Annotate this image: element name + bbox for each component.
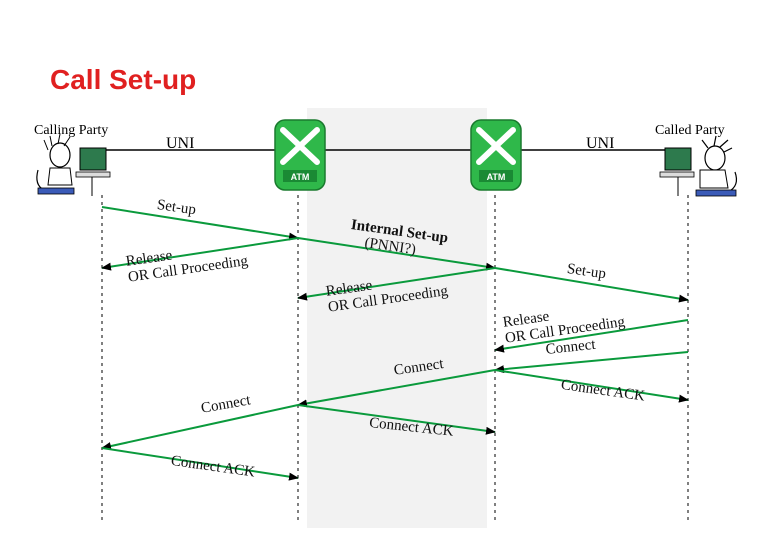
arrow-release-mid — [297, 267, 496, 301]
arrow-release-right — [494, 319, 689, 353]
arrow-release-left — [101, 237, 299, 271]
arrow-setup-1 — [101, 206, 299, 241]
arrow-connect-mid — [297, 369, 496, 408]
atm-switch-left-icon: ATM — [274, 119, 326, 191]
calling-party-user-icon — [36, 133, 111, 196]
page-title: Call Set-up — [50, 64, 197, 95]
called-party-user-icon — [659, 135, 738, 197]
atm-label-right: ATM — [487, 172, 506, 182]
arrow-setup-2 — [494, 267, 689, 303]
atm-switch-right-icon: ATM — [470, 119, 522, 191]
uni-right-label: UNI — [586, 135, 615, 152]
called-party-label: Called Party — [655, 123, 725, 138]
arrow-connect-ack-mid — [297, 404, 496, 435]
atm-label-left: ATM — [291, 172, 310, 182]
arrow-connect-left — [101, 404, 299, 450]
uni-left-label: UNI — [166, 135, 195, 152]
network-zone — [307, 108, 487, 528]
calling-party-label: Calling Party — [34, 123, 109, 138]
arrow-connect-right — [494, 351, 689, 374]
arrow-internal-setup — [297, 237, 496, 271]
arrow-connect-ack-right — [494, 369, 689, 403]
arrow-connect-ack-left — [101, 447, 299, 481]
message-arrows — [101, 206, 689, 481]
